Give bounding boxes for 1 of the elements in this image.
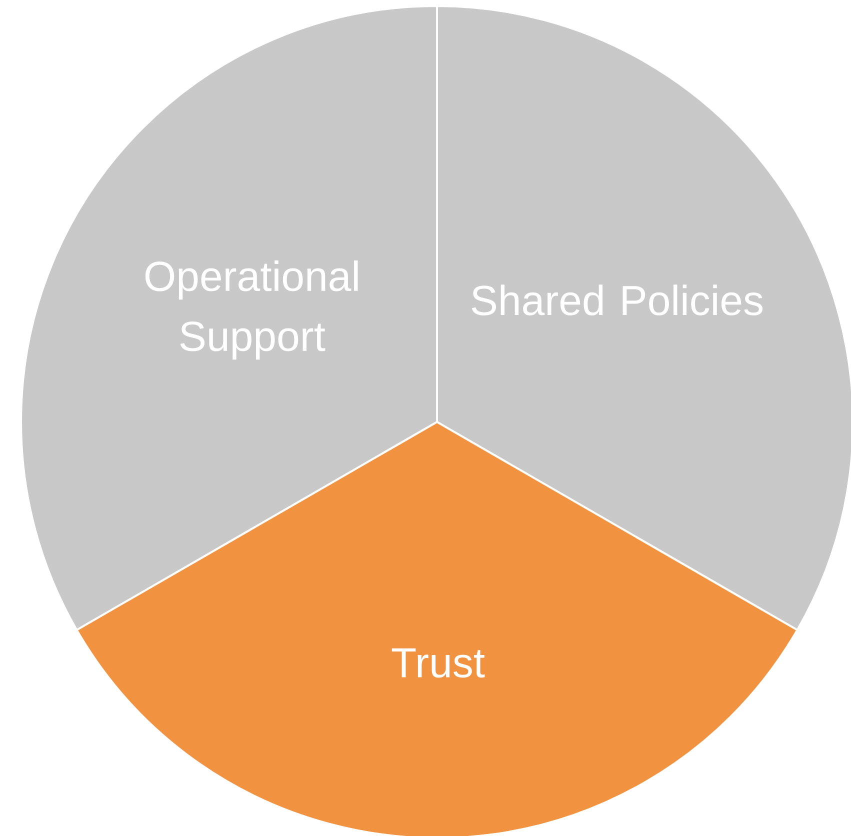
pie-sector: Trust [76, 421, 798, 836]
